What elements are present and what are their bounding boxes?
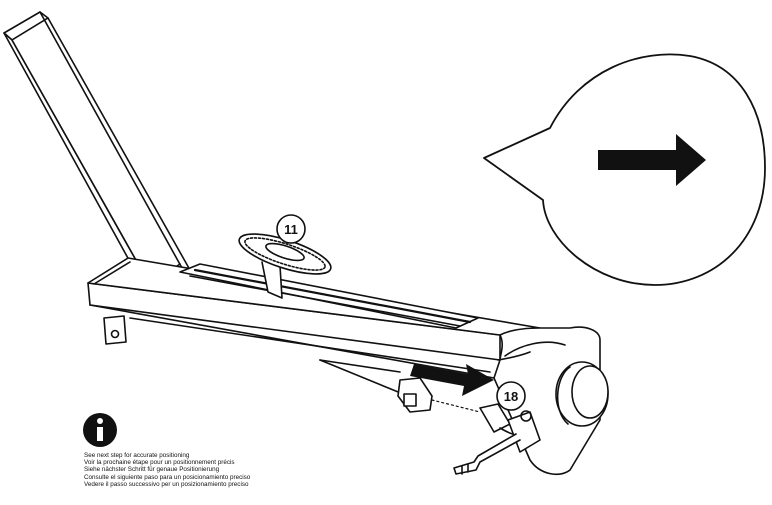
callout-11: 11 xyxy=(276,214,306,244)
callout-11-label: 11 xyxy=(284,222,298,237)
callout-18-label: 18 xyxy=(504,389,518,404)
info-line-de: Siehe nächster Schritt für genaue Positi… xyxy=(84,466,220,474)
info-icon xyxy=(83,413,117,447)
hand-wheel xyxy=(238,233,332,299)
info-line-fr: Voir la prochaine étape pour un position… xyxy=(84,459,235,467)
arrow-right-icon xyxy=(598,134,706,186)
zoom-bubble xyxy=(483,53,766,286)
insert-arrow-icon xyxy=(410,364,494,396)
callout-18: 18 xyxy=(496,381,526,411)
main-frame xyxy=(87,257,541,406)
upright-post xyxy=(3,11,191,286)
info-line-es: Consulte el siguiente paso para un posic… xyxy=(84,473,251,481)
connector-assembly xyxy=(397,377,541,475)
info-note: See next step for accurate positioning V… xyxy=(84,452,250,488)
info-line-it: Vedere il passo successivo per un posizi… xyxy=(84,480,249,488)
info-line-en: See next step for accurate positioning xyxy=(84,452,190,459)
